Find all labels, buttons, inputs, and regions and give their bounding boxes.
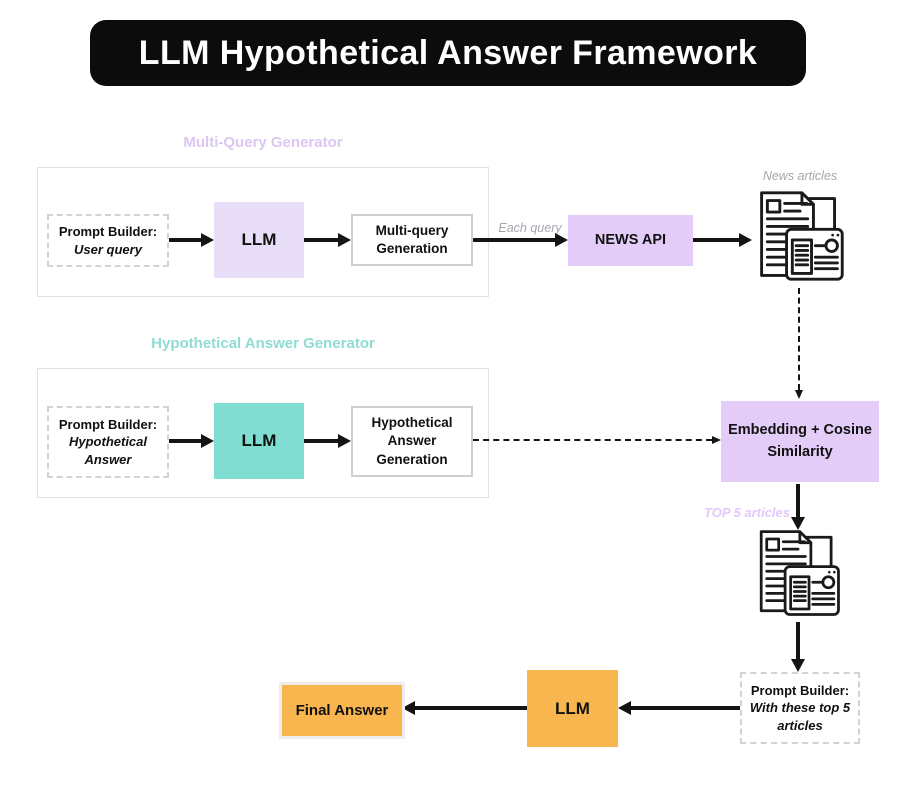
prompt-builder-hypothetical: Prompt Builder: Hypothetical Answer bbox=[47, 406, 169, 478]
prompt-builder-user-query: Prompt Builder: User query bbox=[47, 214, 169, 267]
arrow-llm-to-final-answer bbox=[402, 701, 527, 715]
prompt-builder-title: Prompt Builder: bbox=[58, 223, 158, 239]
prompt-builder-title: Prompt Builder: bbox=[750, 682, 850, 698]
llm-node-hypothetical: LLM bbox=[214, 403, 304, 479]
arrow-prompt-to-llm-1 bbox=[169, 233, 214, 247]
hypothetical-answer-generation-label: Hypothetical Answer Generation bbox=[371, 415, 453, 467]
each-query-label: Each query bbox=[498, 221, 562, 235]
arrow-generation-to-news-api bbox=[473, 233, 568, 247]
arrow-final-prompt-to-llm bbox=[618, 701, 740, 715]
arrow-llm-to-generation-1 bbox=[304, 233, 351, 247]
llm-label: LLM bbox=[555, 698, 590, 718]
prompt-builder-top5: Prompt Builder: With these top 5 article… bbox=[740, 672, 860, 744]
hypothetical-answer-generation-node: Hypothetical Answer Generation bbox=[351, 406, 473, 477]
llm-label: LLM bbox=[241, 230, 277, 249]
final-answer-label: Final Answer bbox=[295, 701, 389, 719]
arrow-llm-to-generation-2 bbox=[304, 434, 351, 448]
arrow-articles-to-final-prompt bbox=[791, 622, 805, 672]
section-heading-multi-query: Multi-Query Generator bbox=[183, 134, 343, 151]
prompt-builder-title: Prompt Builder: bbox=[58, 416, 158, 432]
multi-query-generation-node: Multi-query Generation bbox=[351, 214, 473, 266]
news-articles-icon bbox=[752, 188, 848, 291]
dashed-arrow-articles-to-embedding bbox=[795, 288, 803, 399]
llm-node-multi-query: LLM bbox=[214, 202, 304, 278]
news-api-node: NEWS API bbox=[568, 215, 693, 266]
page-title: LLM Hypothetical Answer Framework bbox=[138, 33, 758, 72]
dashed-arrow-generation-to-embedding bbox=[473, 436, 721, 444]
prompt-builder-detail: With these top 5 articles bbox=[749, 700, 851, 733]
news-api-label: NEWS API bbox=[594, 231, 667, 248]
top-articles-icon bbox=[749, 528, 847, 625]
embedding-cosine-node: Embedding + Cosine Similarity bbox=[721, 401, 879, 482]
arrow-embedding-to-articles bbox=[791, 484, 805, 530]
embedding-cosine-label: Embedding + Cosine Similarity bbox=[728, 422, 872, 460]
section-heading-hypothetical: Hypothetical Answer Generator bbox=[151, 335, 375, 352]
prompt-builder-detail: Hypothetical Answer bbox=[68, 434, 147, 467]
top-5-articles-label: TOP 5 articles bbox=[704, 505, 790, 520]
final-answer-node: Final Answer bbox=[282, 685, 402, 736]
title-banner: LLM Hypothetical Answer Framework bbox=[90, 20, 806, 86]
llm-label: LLM bbox=[241, 431, 277, 450]
arrow-news-api-to-articles bbox=[693, 233, 752, 247]
arrow-prompt-to-llm-2 bbox=[169, 434, 214, 448]
multi-query-generation-label: Multi-query Generation bbox=[375, 222, 449, 256]
news-articles-label: News articles bbox=[762, 169, 838, 183]
llm-node-final: LLM bbox=[527, 670, 618, 747]
prompt-builder-detail: User query bbox=[74, 241, 142, 257]
